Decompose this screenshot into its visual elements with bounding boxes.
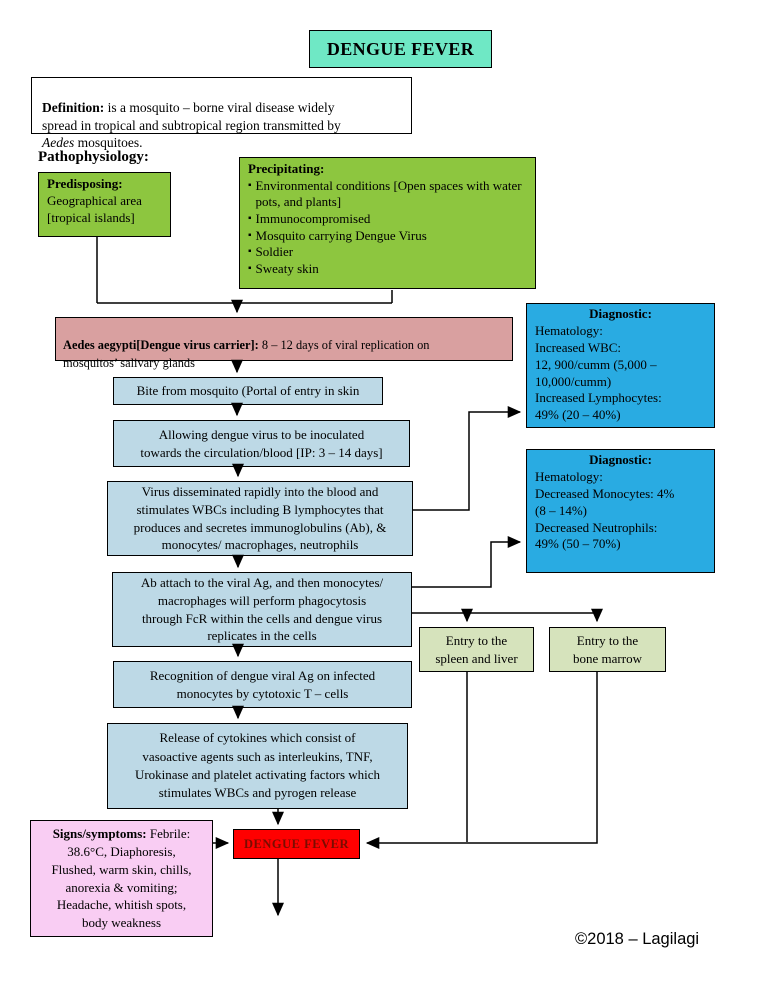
bullet-icon: ▪ (248, 179, 252, 191)
bite-node: Bite from mosquito (Portal of entry in s… (113, 377, 383, 405)
bullet-item: ▪ Immunocompromised (248, 211, 527, 228)
definition-text: is a mosquito – borne viral disease wide… (42, 100, 341, 133)
page-title: DENGUE FEVER (326, 38, 475, 59)
entry-bone-marrow-node: Entry to the bone marrow (549, 627, 666, 672)
species-name: Aedes (42, 134, 75, 150)
bullet-item: ▪ Environmental conditions [Open spaces … (248, 178, 527, 211)
definition-label: Definition: (42, 100, 105, 116)
predisposing-text: Geographical area [tropical islands] (47, 192, 142, 225)
signs-symptoms-box: Signs/symptoms: Febrile: 38.6°C, Diaphor… (30, 820, 213, 937)
diagnostic-monocytes-box: Diagnostic: Hematology: Decreased Monocy… (526, 449, 715, 573)
bullet-item: ▪ Soldier (248, 244, 527, 261)
definition-box: Definition: is a mosquito – borne viral … (31, 77, 412, 150)
dissemination-node: Virus disseminated rapidly into the bloo… (107, 481, 413, 556)
cytokine-release-node: Release of cytokines which consist of va… (107, 723, 408, 809)
bullet-text: Soldier (255, 244, 294, 260)
inoculation-node: Allowing dengue virus to be inoculated t… (113, 420, 410, 467)
precipitating-label: Precipitating: (248, 161, 325, 176)
recognition-node: Recognition of dengue viral Ag on infect… (113, 661, 412, 708)
definition-tail: mosquitoes. (74, 134, 143, 150)
bullet-icon: ▪ (248, 246, 252, 258)
title-box: DENGUE FEVER (309, 30, 492, 68)
dengue-fever-outcome-node: DENGUE FEVER (233, 829, 360, 859)
bullet-icon: ▪ (248, 262, 252, 274)
bullet-item: ▪ Sweaty skin (248, 261, 527, 278)
diagnostic-heading: Diagnostic: (589, 452, 652, 467)
predisposing-label: Predisposing: (47, 176, 123, 191)
bullet-text: Environmental conditions [Open spaces wi… (255, 177, 522, 210)
bullet-text: Sweaty skin (255, 260, 319, 276)
bullet-text: Immunocompromised (255, 210, 371, 226)
entry-spleen-liver-node: Entry to the spleen and liver (419, 627, 534, 672)
diagnostic-heading: Diagnostic: (589, 306, 652, 321)
bullet-text: Mosquito carrying Dengue Virus (255, 227, 427, 243)
carrier-label: Aedes aegypti[Dengue virus carrier]: (63, 338, 259, 353)
diagnostic-text: Hematology: Decreased Monocytes: 4% (8 –… (535, 468, 675, 552)
aedes-carrier-box: Aedes aegypti[Dengue virus carrier]: 8 –… (55, 317, 513, 370)
predisposing-box: Predisposing: Geographical area [tropica… (38, 172, 171, 237)
diagnostic-text: Hematology: Increased WBC: 12, 900/cumm … (535, 322, 662, 423)
bullet-icon: ▪ (248, 229, 252, 241)
pathophysiology-label: Pathophysiology: (38, 149, 149, 165)
signs-text: Febrile: 38.6°C, Diaphoresis, Flushed, w… (51, 825, 192, 931)
carrier-text: 8 – 12 days of viral replication on mosq… (63, 338, 430, 370)
arrow-phagocytosis-to-diagnostic2 (412, 536, 522, 588)
copyright-text: ©2018 – Lagilagi (575, 930, 700, 948)
signs-label: Signs/symptoms: (52, 825, 147, 841)
phagocytosis-node: Ab attach to the viral Ag, and then mono… (112, 572, 412, 647)
bullet-icon: ▪ (248, 212, 252, 224)
bullet-item: ▪ Mosquito carrying Dengue Virus (248, 228, 527, 245)
diagnostic-wbc-box: Diagnostic: Hematology: Increased WBC: 1… (526, 303, 715, 428)
arrow-dissemination-to-diagnostic1 (413, 406, 522, 511)
precipitating-box: Precipitating: ▪ Environmental condition… (239, 157, 536, 289)
